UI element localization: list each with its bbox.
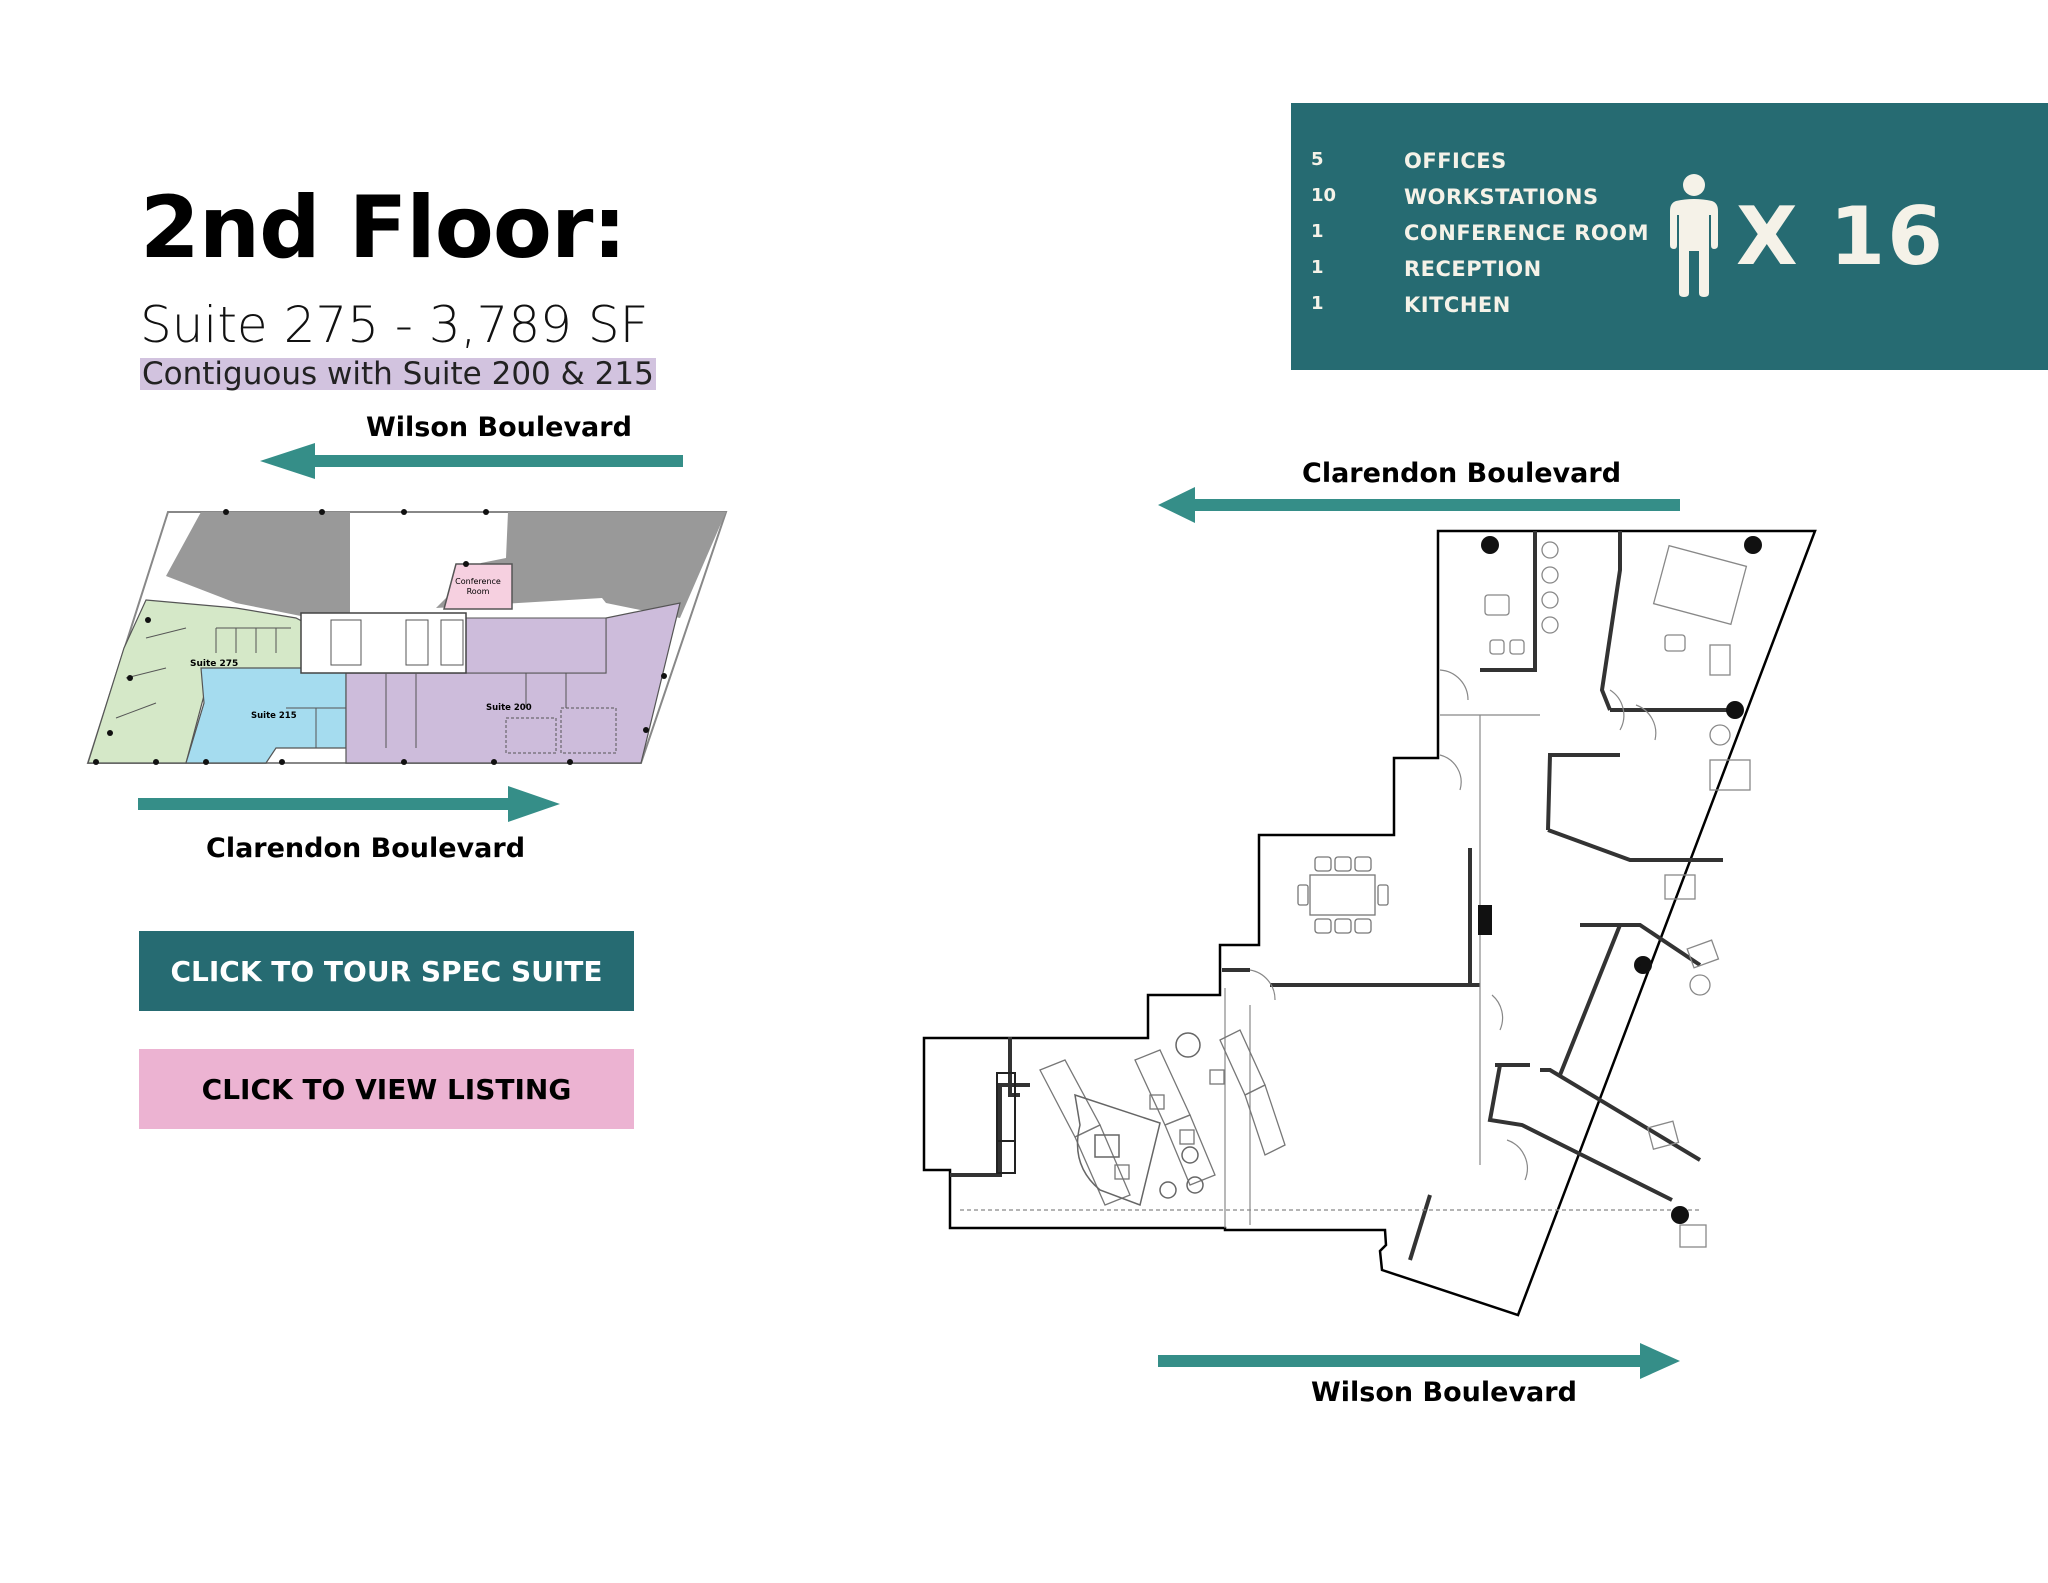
columns xyxy=(1478,536,1762,1224)
summary-item-kitchen: 1 KITCHEN xyxy=(1311,293,1511,317)
person-icon xyxy=(1670,174,1718,297)
summary-item-offices: 5 OFFICES xyxy=(1311,149,1507,173)
summary-panel: 5 OFFICES 10 WORKSTATIONS 1 CONFERENCE R… xyxy=(1291,103,2048,370)
reception-desk xyxy=(1074,1032,1204,1206)
street-label-wilson-top: Wilson Boulevard xyxy=(366,412,632,443)
occupancy: X 16 xyxy=(1666,173,1945,299)
workstations xyxy=(1039,1029,1286,1206)
svg-text:Conference: Conference xyxy=(455,577,501,586)
arrow-right-icon xyxy=(138,786,560,822)
street-label-clarendon-top: Clarendon Boulevard xyxy=(1302,458,1622,489)
svg-text:Suite 275: Suite 275 xyxy=(190,659,238,669)
arrow-right-icon xyxy=(1158,1343,1680,1379)
street-label-wilson-bottom: Wilson Boulevard xyxy=(1311,1377,1577,1408)
conference-table xyxy=(1297,856,1389,934)
detail-floor-plan xyxy=(922,529,1817,1317)
summary-item-conference-room: 1 CONFERENCE ROOM xyxy=(1311,221,1649,245)
occupancy-count: X 16 xyxy=(1736,189,1945,283)
conference-room-area xyxy=(443,563,513,610)
suite-size: Suite 275 - 3,789 SF xyxy=(140,296,649,354)
svg-text:Room: Room xyxy=(467,587,490,596)
contiguous-note: Contiguous with Suite 200 & 215 xyxy=(140,356,656,392)
view-listing-button[interactable]: CLICK TO VIEW LISTING xyxy=(139,1049,634,1129)
summary-item-reception: 1 RECEPTION xyxy=(1311,257,1542,281)
office-furniture xyxy=(1484,541,1751,1248)
street-label-clarendon-bottom: Clarendon Boulevard xyxy=(206,833,526,864)
arrow-left-icon xyxy=(260,443,683,479)
kitchen xyxy=(996,1072,1016,1174)
overview-floor-plan: Conference Room Suite 275 Suite 215 Suit… xyxy=(86,509,728,765)
svg-text:Suite 215: Suite 215 xyxy=(251,711,297,721)
tour-spec-suite-button[interactable]: CLICK TO TOUR SPEC SUITE xyxy=(139,931,634,1011)
summary-item-workstations: 10 WORKSTATIONS xyxy=(1311,185,1599,209)
page-title: 2nd Floor: xyxy=(140,178,627,278)
core-gray-left xyxy=(166,512,350,623)
svg-text:Suite 200: Suite 200 xyxy=(486,703,532,713)
arrow-left-icon xyxy=(1158,487,1680,523)
